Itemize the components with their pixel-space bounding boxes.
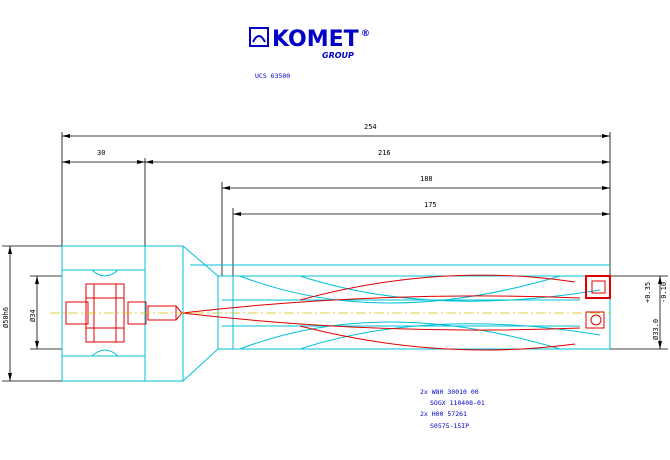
dimension-arrows [8, 134, 662, 381]
logo-brand: KOMET [272, 27, 359, 52]
parts-list-item: S0575-15IP [430, 422, 469, 430]
logo-registered: ® [361, 29, 370, 39]
dim-dia-shank: Ø50h6 [2, 307, 10, 328]
parts-list-item: 2x H00 57261 [420, 410, 467, 418]
dim-tol-upper: +0.35 [644, 282, 652, 303]
dim-30: 30 [97, 149, 105, 157]
dim-216: 216 [378, 149, 391, 157]
tool-outline [61, 245, 611, 382]
parts-list-item: 2x W80 30010 00 [420, 388, 479, 396]
logo-sub: GROUP [322, 51, 354, 60]
dim-dia-tip: Ø33.0 [652, 319, 660, 340]
komet-logo: KOMET ® GROUP [249, 27, 370, 60]
dim-188: 188 [420, 175, 433, 183]
dim-254: 254 [364, 123, 377, 131]
dimension-lines [2, 132, 668, 382]
dim-tol-lower: -0.10 [660, 282, 668, 303]
drawing-code: UCS 63500 [255, 72, 290, 80]
parts-list: 2x W80 30010 00 SOGX 110408-01 2x H00 57… [420, 388, 485, 430]
dim-175: 175 [424, 201, 437, 209]
parts-list-item: SOGX 110408-01 [430, 399, 485, 407]
dim-dia-inner: Ø34 [29, 309, 37, 322]
logo-mark-icon [249, 27, 269, 47]
